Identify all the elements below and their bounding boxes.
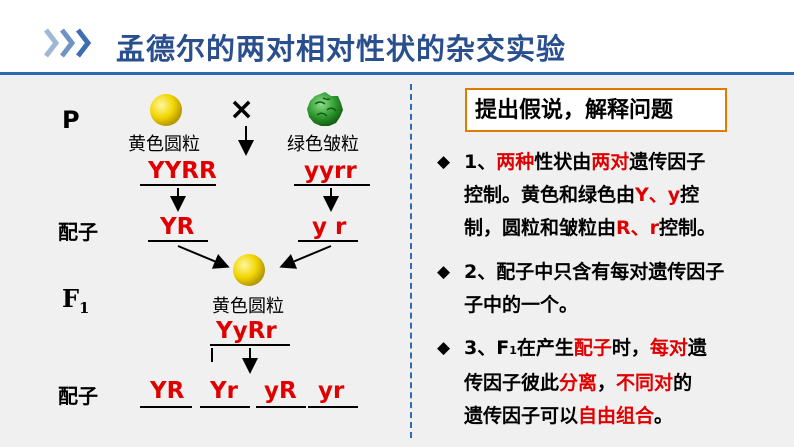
f1-phenotype: 黄色圆粒 — [212, 296, 284, 317]
diamond-bullet-icon: ◆ — [437, 262, 451, 282]
f1-gamete-label: 配子 — [58, 384, 98, 408]
gamete-underline — [140, 406, 192, 408]
hypothesis-title-box — [465, 88, 727, 132]
chevron-right-icon — [44, 28, 92, 58]
gamete-underline — [298, 240, 358, 242]
genotype-underline — [140, 184, 216, 186]
arrow-diagonal-icon — [177, 245, 230, 269]
diamond-bullet-icon: ◆ — [437, 152, 451, 172]
dashed-divider — [410, 84, 412, 438]
content-area — [0, 75, 794, 447]
parent-left-phenotype: 黄色圆粒 — [128, 134, 200, 155]
title-underline — [0, 72, 794, 75]
title-bar — [0, 0, 794, 78]
f1-genotype: YyRr — [216, 318, 277, 344]
gamete-underline — [308, 406, 358, 408]
hypothesis-title: 提出假说，解释问题 — [475, 98, 674, 123]
cross-arrows — [170, 126, 339, 374]
f1-gamete: Yr — [210, 378, 238, 404]
yellow-pea-icon — [150, 94, 182, 126]
diamond-bullet-icon: ◆ — [437, 338, 451, 358]
gamete-underline — [256, 406, 306, 408]
f1-gamete: yr — [318, 378, 345, 404]
green-pea-icon — [307, 92, 343, 126]
hypothesis-point-3: 3、F1在产生配子时，每对遗 传因子彼此分离，不同对的 遗传因子可以自由组合。 — [464, 337, 707, 427]
p-label: P — [62, 106, 80, 134]
genotype-underline — [294, 184, 370, 186]
parent-right-gamete: y r — [312, 214, 347, 240]
f1-gamete: YR — [150, 378, 185, 404]
f1-gamete: yR — [264, 378, 297, 404]
arrow-diagonal-icon — [279, 245, 332, 269]
parent-right-phenotype: 绿色皱粒 — [287, 134, 359, 155]
parent-right-genotype: yyrr — [304, 158, 357, 184]
f1-label: F1 — [62, 284, 90, 317]
gamete-underline — [200, 406, 250, 408]
hypothesis-point-1: 1、两种性状由两对遗传因子 控制。黄色和绿色由Y、y控 制，圆粒和皱粒由R、r控… — [464, 151, 717, 239]
genotype-underline — [210, 344, 290, 346]
parent-left-gamete: YR — [160, 214, 195, 240]
cross-symbol: × — [229, 92, 255, 127]
hypothesis-point-2: 2、配子中只含有每对遗传因子 子中的一个。 — [464, 261, 725, 316]
page-title: 孟德尔的两对相对性状的杂交实验 — [116, 32, 567, 66]
parent-left-genotype: YYRR — [148, 158, 217, 184]
gamete-underline — [148, 240, 208, 242]
yellow-pea-icon — [233, 254, 265, 286]
gamete-label: 配子 — [58, 220, 98, 244]
